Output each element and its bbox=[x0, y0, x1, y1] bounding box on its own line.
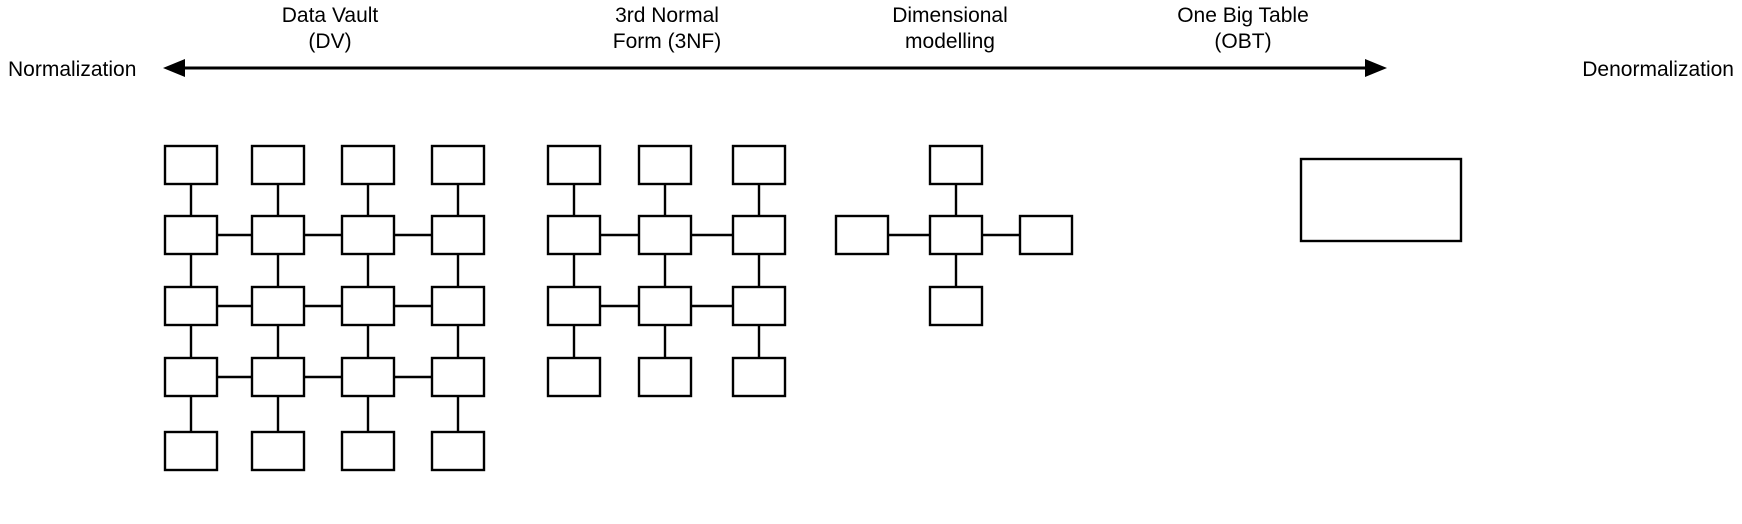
stage-label-data-vault-line1: Data Vault bbox=[282, 4, 379, 27]
stage-label-obt-line1: One Big Table bbox=[1177, 4, 1309, 27]
entity-box[interactable] bbox=[546, 285, 602, 327]
entity-box[interactable] bbox=[340, 430, 396, 472]
entity-box[interactable] bbox=[731, 214, 787, 256]
entity-box[interactable] bbox=[546, 356, 602, 398]
stage-diagram-data-vault bbox=[163, 144, 486, 472]
entity-box[interactable] bbox=[250, 356, 306, 398]
arrow-head-right-icon bbox=[1365, 59, 1387, 77]
entity-box[interactable] bbox=[250, 144, 306, 186]
stage-label-3nf-line1: 3rd Normal bbox=[615, 4, 719, 27]
axis-label-normalization: Normalization bbox=[8, 58, 136, 81]
stage-label-dimensional-line2: modelling bbox=[905, 30, 995, 53]
entity-box[interactable] bbox=[637, 214, 693, 256]
entity-box[interactable] bbox=[163, 285, 219, 327]
stage-label-dimensional-line1: Dimensional bbox=[892, 4, 1008, 27]
entity-box[interactable] bbox=[163, 430, 219, 472]
stage-diagram-obt bbox=[1299, 157, 1463, 243]
entity-box[interactable] bbox=[546, 214, 602, 256]
entity-box[interactable] bbox=[731, 144, 787, 186]
entity-box[interactable] bbox=[637, 356, 693, 398]
stage-label-obt-line2: (OBT) bbox=[1214, 30, 1271, 53]
entity-box[interactable] bbox=[250, 285, 306, 327]
entity-box[interactable] bbox=[340, 285, 396, 327]
stage-diagram-dimensional bbox=[834, 144, 1074, 327]
entity-box[interactable] bbox=[430, 285, 486, 327]
stage-label-3nf-line2: Form (3NF) bbox=[613, 30, 722, 53]
entity-box[interactable] bbox=[430, 356, 486, 398]
entity-box[interactable] bbox=[163, 144, 219, 186]
entity-box[interactable] bbox=[163, 356, 219, 398]
entity-box[interactable] bbox=[731, 356, 787, 398]
arrow-head-left-icon bbox=[163, 59, 185, 77]
stage-captions: Data Vault (DV) 3rd Normal Form (3NF) Di… bbox=[282, 4, 1309, 53]
one-big-table-box[interactable] bbox=[1299, 157, 1463, 243]
fact-box-center[interactable] bbox=[928, 214, 984, 256]
entity-box[interactable] bbox=[731, 285, 787, 327]
dimension-box-left[interactable] bbox=[834, 214, 890, 256]
entity-box[interactable] bbox=[637, 144, 693, 186]
spectrum-axis: Normalization Denormalization bbox=[8, 58, 1734, 81]
entity-box[interactable] bbox=[637, 285, 693, 327]
entity-box[interactable] bbox=[430, 144, 486, 186]
entity-box[interactable] bbox=[163, 214, 219, 256]
dimension-box-right[interactable] bbox=[1018, 214, 1074, 256]
entity-box[interactable] bbox=[430, 430, 486, 472]
entity-box[interactable] bbox=[546, 144, 602, 186]
stage-label-data-vault-line2: (DV) bbox=[308, 30, 351, 53]
entity-box[interactable] bbox=[250, 214, 306, 256]
entity-box[interactable] bbox=[340, 214, 396, 256]
entity-box[interactable] bbox=[340, 144, 396, 186]
entity-box[interactable] bbox=[250, 430, 306, 472]
dimension-box-top[interactable] bbox=[928, 144, 984, 186]
entity-box[interactable] bbox=[430, 214, 486, 256]
entity-box[interactable] bbox=[340, 356, 396, 398]
stage-diagram-3nf bbox=[546, 144, 787, 398]
dimension-box-bottom[interactable] bbox=[928, 285, 984, 327]
axis-label-denormalization: Denormalization bbox=[1582, 58, 1734, 81]
